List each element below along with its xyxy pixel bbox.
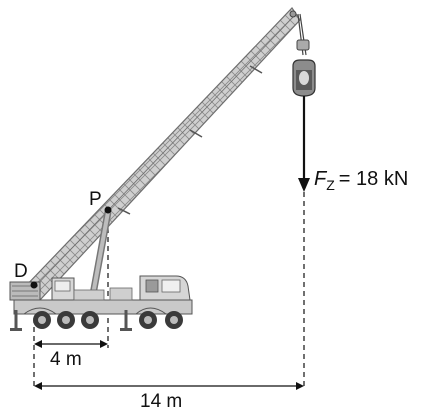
force-value: = 18 kN <box>339 168 408 190</box>
point-p-marker <box>104 206 112 214</box>
dimension-14m <box>34 382 304 390</box>
force-arrow <box>298 96 310 192</box>
truck-wheels <box>33 311 183 329</box>
label-dim-14m: 14 m <box>140 391 182 410</box>
point-d-marker <box>30 281 38 289</box>
hook-block <box>292 13 316 97</box>
luffing-cylinder <box>88 211 112 301</box>
label-point-d: D <box>14 261 28 282</box>
label-point-p: P <box>89 189 102 210</box>
force-subscript: Z <box>326 177 335 193</box>
force-symbol: F <box>314 168 328 190</box>
truck-body <box>9 275 193 315</box>
outriggers <box>10 310 132 331</box>
force-label: FZ= 18 kN <box>314 168 408 193</box>
dimension-4m <box>34 340 108 348</box>
label-dim-4m: 4 m <box>50 349 82 370</box>
crane-boom <box>21 7 301 301</box>
